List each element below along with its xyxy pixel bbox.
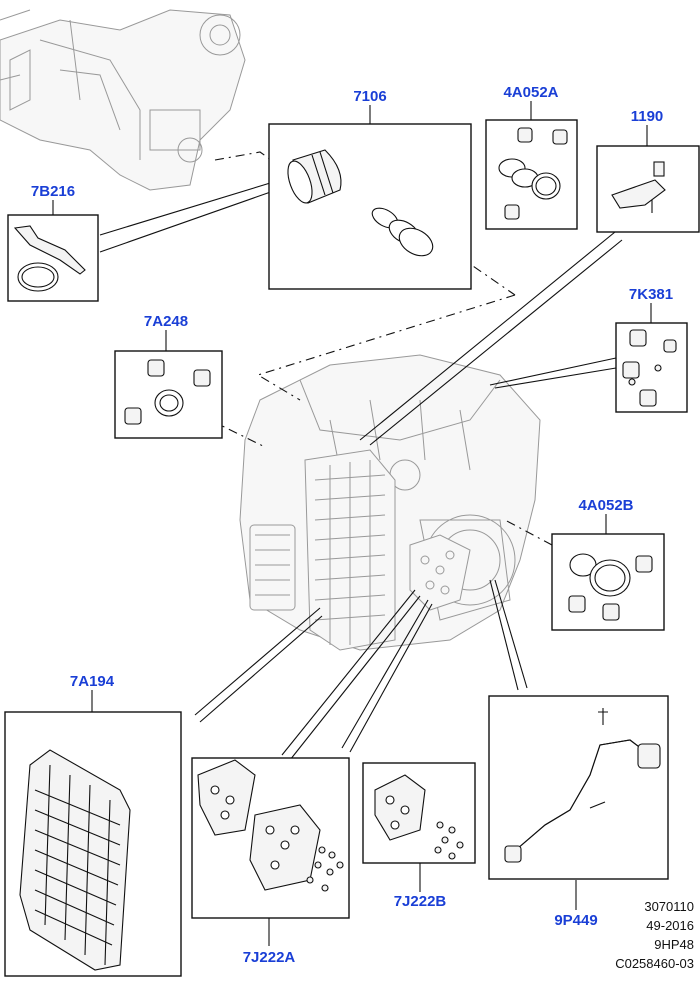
reference-line-4: C0258460-03 — [615, 956, 694, 971]
bracket-part — [611, 161, 666, 213]
callout-7J222A: 7J222A — [243, 949, 296, 966]
valve-body-kit-b — [374, 774, 464, 860]
reference-line-3: 9HP48 — [654, 937, 694, 952]
piston-part — [287, 149, 434, 257]
valve-body-kit-a — [197, 759, 344, 892]
plug-kit — [622, 329, 677, 407]
dipstick-tool — [13, 225, 86, 292]
callout-4A052A: 4A052A — [503, 84, 558, 101]
callout-7A248: 7A248 — [144, 313, 188, 330]
rear-axle-illustration — [0, 9, 246, 191]
box-7106 — [268, 123, 472, 290]
callout-7J222B: 7J222B — [394, 893, 447, 910]
oil-pipe-part — [504, 708, 661, 863]
seal-kit-b — [568, 553, 653, 621]
oil-pan-part — [19, 749, 131, 971]
reference-line-2: 49-2016 — [646, 918, 694, 933]
seal-kit-7a248 — [124, 359, 211, 425]
callout-7A194: 7A194 — [70, 673, 115, 690]
callout-4A052B: 4A052B — [578, 497, 633, 514]
seal-kit-a — [498, 127, 568, 220]
callout-9P449: 9P449 — [554, 912, 597, 929]
reference-line-1: 3070110 — [644, 899, 694, 914]
transmission-illustration — [239, 354, 541, 651]
callout-1190: 1190 — [631, 108, 664, 125]
callout-7106: 7106 — [353, 88, 386, 105]
leader-lines — [52, 101, 652, 946]
callout-7B216: 7B216 — [31, 183, 75, 200]
callout-7K381: 7K381 — [629, 286, 673, 303]
